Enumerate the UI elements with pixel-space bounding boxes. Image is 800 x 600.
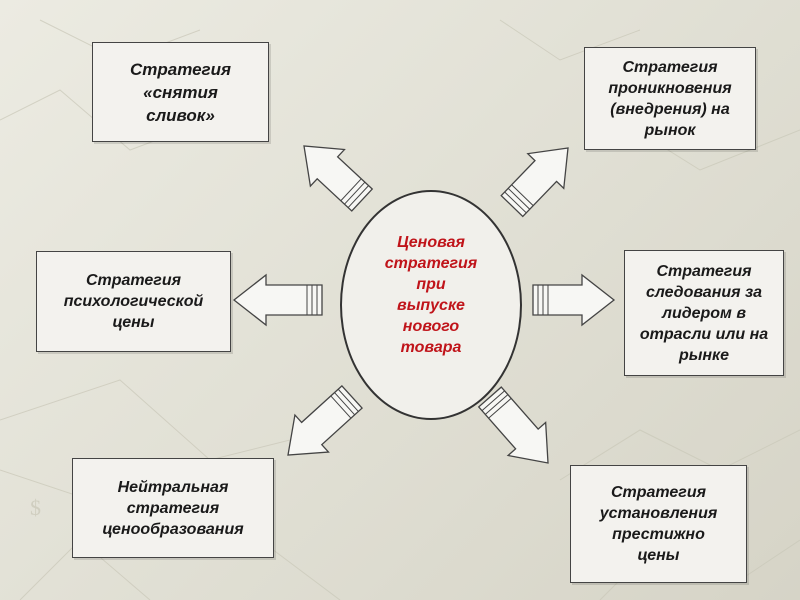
arrow-to-penetration-shape (500, 147, 569, 218)
arrow-to-skimming-tail-stripe (340, 178, 362, 202)
arrow-to-neutral-tail-stripe (330, 395, 352, 419)
arrow-to-penetration-tail-stripe (507, 188, 531, 210)
strategy-box-neutral: Нейтральная стратегия ценообразования (72, 458, 274, 558)
arrow-to-skimming (303, 145, 374, 212)
strategy-box-prestige: Стратегия установления престижно цены (570, 465, 747, 583)
arrow-to-prestige-tail-stripe (488, 397, 512, 419)
arrow-to-prestige-tail-stripe (485, 394, 509, 415)
arrow-to-neutral-shape (287, 384, 363, 456)
arrow-to-skimming-tail-stripe (344, 181, 366, 205)
strategy-label-penetration: Стратегия проникновения (внедрения) на р… (608, 58, 732, 139)
arrow-to-neutral-tail-stripe (334, 392, 356, 416)
arrow-to-penetration-tail-stripe (504, 191, 527, 214)
arrow-to-neutral (287, 384, 363, 456)
arrow-to-psychological (232, 273, 323, 327)
strategy-label-leader: Стратегия следования за лидером в отрасл… (639, 262, 769, 364)
arrow-to-penetration (500, 147, 569, 218)
strategy-label-neutral: Нейтральная стратегия ценообразования (102, 478, 244, 538)
arrow-to-psychological-shape (232, 273, 323, 327)
strategy-box-skimming: Стратегия «снятия сливок» (92, 42, 269, 142)
arrow-to-prestige-shape (477, 386, 549, 464)
arrow-to-penetration-tail-stripe (511, 184, 534, 206)
arrow-to-leader-shape (532, 273, 616, 327)
arrow-to-skimming-shape (303, 145, 374, 212)
center-ellipse (340, 190, 522, 420)
svg-text:$: $ (30, 495, 41, 520)
strategy-label-psychological: Стратегия психологической цены (63, 272, 204, 331)
strategy-label-prestige: Стратегия установления престижно цены (599, 484, 718, 564)
strategy-box-leader: Стратегия следования за лидером в отрасл… (624, 250, 784, 376)
arrow-to-prestige-tail-stripe (481, 390, 505, 412)
arrow-to-leader (532, 273, 616, 327)
arrow-to-prestige (477, 386, 549, 464)
strategy-label-skimming: Стратегия «снятия сливок» (129, 59, 232, 125)
strategy-box-psychological: Стратегия психологической цены (36, 251, 231, 352)
arrow-to-neutral-tail-stripe (337, 388, 359, 412)
arrow-to-skimming-tail-stripe (347, 185, 369, 208)
center-strategy-title: Ценовая стратегия при выпуске нового тов… (384, 234, 478, 356)
strategy-box-penetration: Стратегия проникновения (внедрения) на р… (584, 47, 756, 150)
